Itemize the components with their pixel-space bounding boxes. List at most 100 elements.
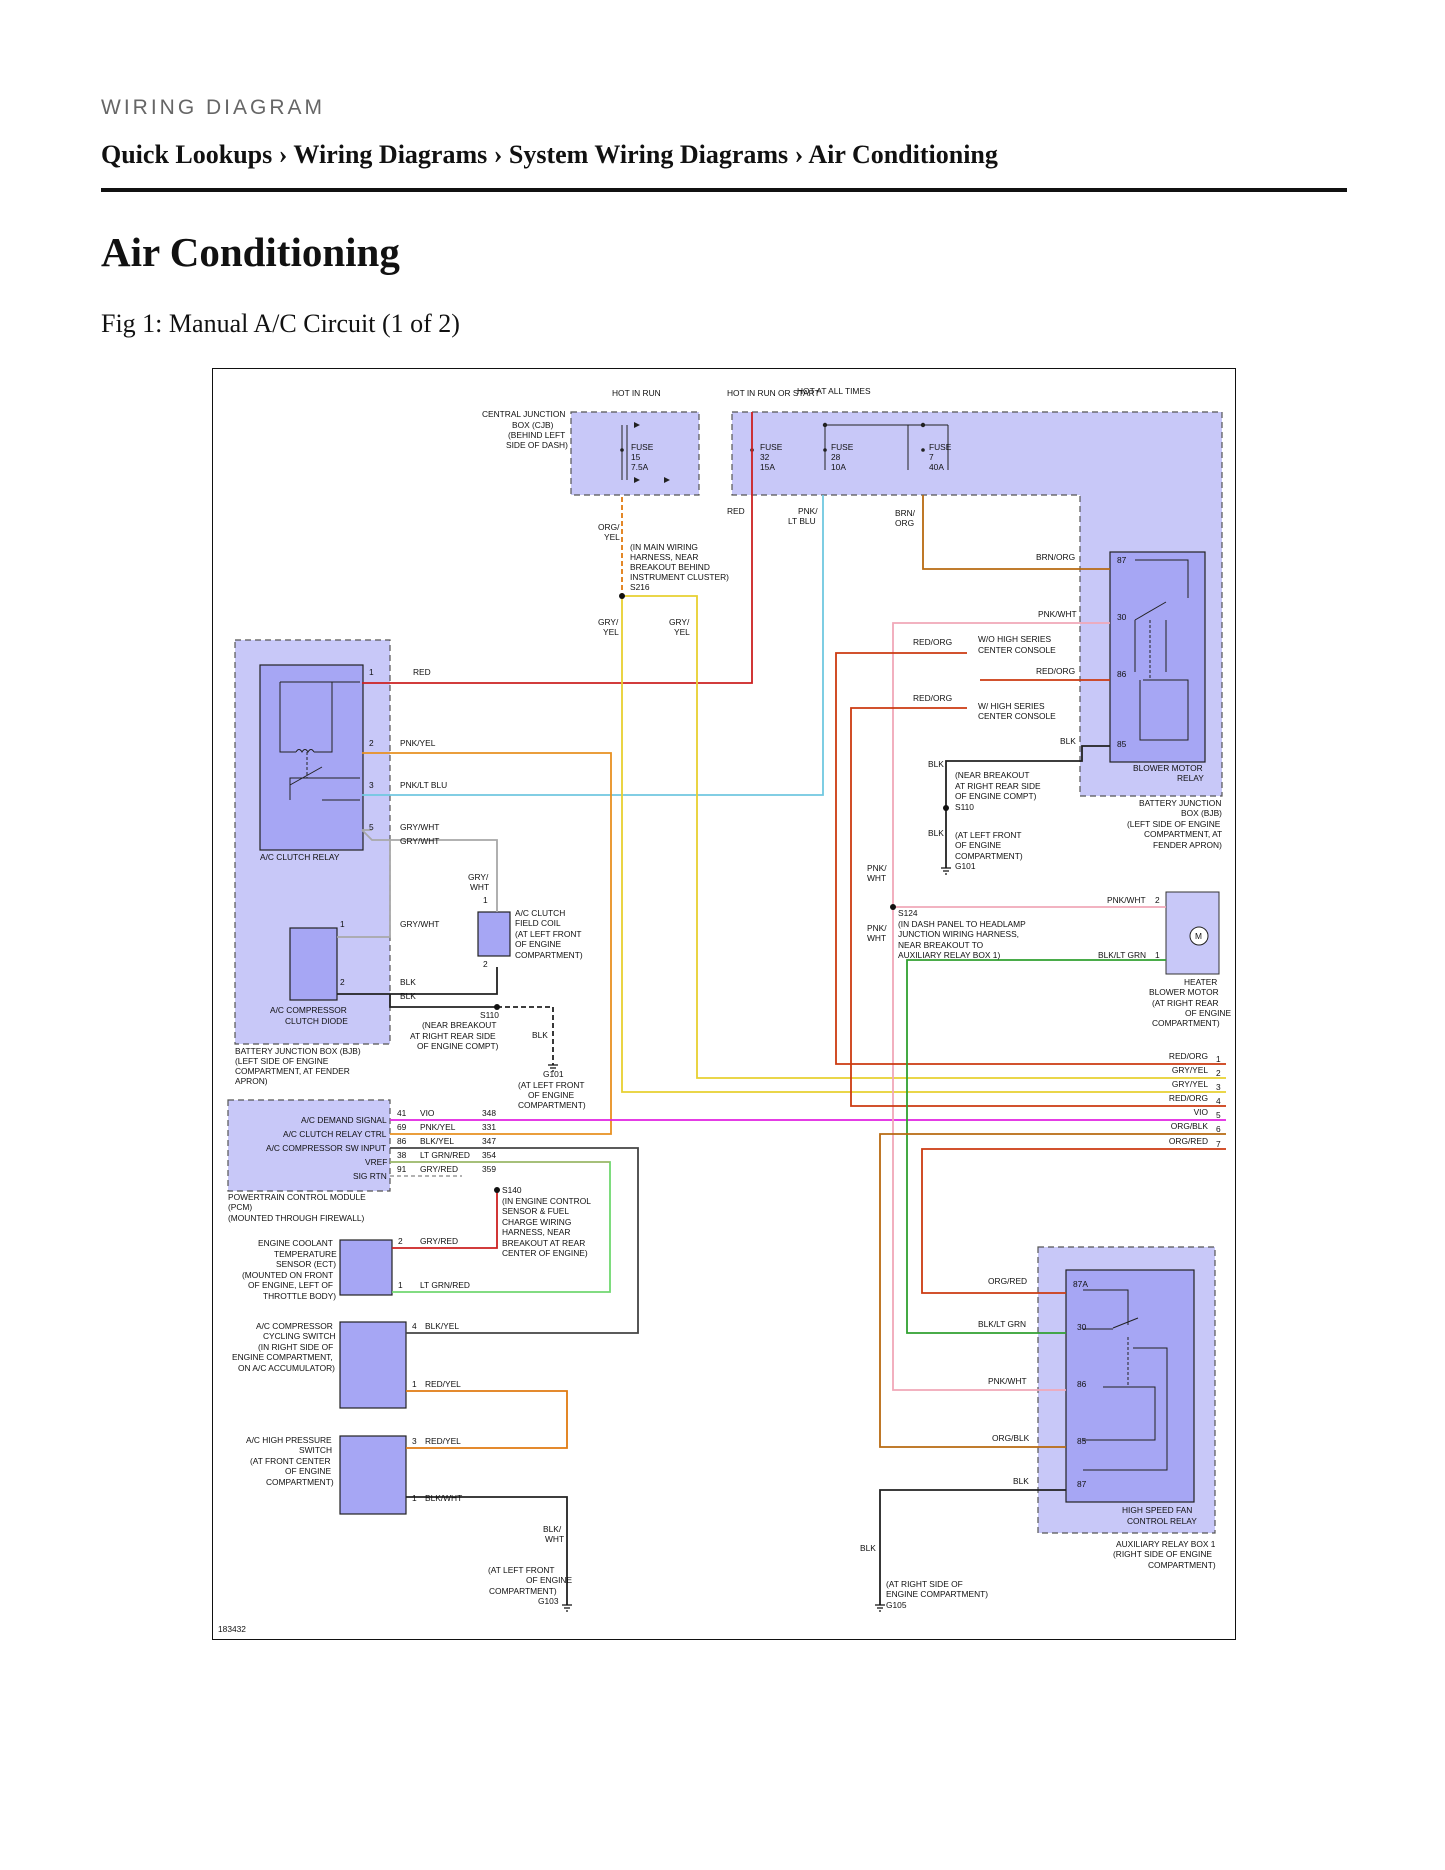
splice-dots [494,593,949,1193]
fan-relay-component [1065,1269,1195,1503]
svg-text:1: 1 [483,895,488,905]
svg-text:APRON): APRON) [235,1076,268,1086]
svg-text:BLK/LT GRN: BLK/LT GRN [978,1319,1026,1329]
svg-text:BLK: BLK [400,991,416,1001]
wire-gry-wht [337,829,498,938]
svg-text:(IN DASH PANEL TO HEADLAMP: (IN DASH PANEL TO HEADLAMP [898,919,1026,929]
svg-text:3: 3 [412,1436,417,1446]
svg-text:YEL: YEL [603,627,619,637]
svg-text:GRY/: GRY/ [468,872,489,882]
svg-text:BLK: BLK [400,977,416,987]
svg-text:CHARGE WIRING: CHARGE WIRING [502,1217,571,1227]
svg-text:NEAR BREAKOUT TO: NEAR BREAKOUT TO [898,940,984,950]
breadcrumb[interactable]: Quick Lookups › Wiring Diagrams › System… [101,140,998,169]
heater-motor-labels: PNK/WHT 2 BLK/LT GRN 1 M HEATER BLOWER M… [1098,895,1231,1028]
svg-text:S216: S216 [630,582,650,592]
svg-text:(PCM): (PCM) [228,1202,252,1212]
svg-text:AUXILIARY RELAY BOX 1): AUXILIARY RELAY BOX 1) [898,950,1000,960]
svg-text:2: 2 [398,1236,403,1246]
cjb-label: SIDE OF DASH) [506,440,568,450]
svg-text:331: 331 [482,1122,496,1132]
wire-red-fuse32 [362,412,753,684]
wire-red-org-1 [835,652,1226,1065]
wire-gry-yel-2 [621,596,1226,1093]
svg-text:1: 1 [412,1379,417,1389]
svg-text:COMPARTMENT): COMPARTMENT) [489,1586,557,1596]
svg-text:BRN/: BRN/ [895,508,916,518]
svg-text:WHT: WHT [470,882,489,892]
continuation-wire-label: ORG/RED [1169,1136,1208,1146]
wire-red-yel [406,1390,568,1449]
fan-relay-internals [1083,1289,1168,1471]
svg-text:VREF: VREF [365,1157,387,1167]
svg-text:359: 359 [482,1164,496,1174]
wire-blk-yel [390,1147,639,1334]
svg-text:ENGINE COOLANT: ENGINE COOLANT [258,1238,333,1248]
hps-component [339,1435,407,1515]
svg-text:A/C COMPRESSOR SW INPUT: A/C COMPRESSOR SW INPUT [266,1143,386,1153]
svg-text:A/C CLUTCH: A/C CLUTCH [515,908,565,918]
svg-text:348: 348 [482,1108,496,1118]
fuse-32-label: FUSE [760,442,783,452]
continuation-number: 1 [1216,1054,1221,1064]
hot-at-all-times-label: HOT AT ALL TIMES [797,386,871,396]
svg-text:HARNESS, NEAR: HARNESS, NEAR [630,552,698,562]
svg-text:86: 86 [1077,1379,1087,1389]
svg-text:BLOWER MOTOR: BLOWER MOTOR [1133,763,1203,773]
svg-text:RED/YEL: RED/YEL [425,1379,461,1389]
svg-text:W/O HIGH SERIES: W/O HIGH SERIES [978,634,1051,644]
continuation-number: 2 [1216,1068,1221,1078]
ac-clutch-relay-component [259,664,364,851]
svg-text:(AT LEFT FRONT: (AT LEFT FRONT [488,1565,555,1575]
ect-component [339,1239,393,1296]
svg-text:5: 5 [369,822,374,832]
svg-text:RED/ORG: RED/ORG [1036,666,1075,676]
svg-text:AUXILIARY RELAY BOX 1: AUXILIARY RELAY BOX 1 [1116,1539,1216,1549]
svg-text:HIGH SPEED FAN: HIGH SPEED FAN [1122,1505,1192,1515]
svg-text:LT GRN/RED: LT GRN/RED [420,1150,470,1160]
svg-text:(AT FRONT CENTER: (AT FRONT CENTER [250,1456,331,1466]
svg-text:INSTRUMENT CLUSTER): INSTRUMENT CLUSTER) [630,572,729,582]
svg-text:OF ENGINE COMPT): OF ENGINE COMPT) [417,1041,499,1051]
svg-text:G105: G105 [886,1600,907,1610]
svg-text:S124: S124 [898,908,918,918]
clutch-coil-component [477,911,511,957]
svg-text:BLK: BLK [1013,1476,1029,1486]
svg-text:COMPARTMENT): COMPARTMENT) [515,950,583,960]
continuation-wire-label: ORG/BLK [1171,1121,1209,1131]
wire-brn-org [922,495,1110,570]
svg-text:G101: G101 [543,1069,564,1079]
svg-text:BLK: BLK [860,1543,876,1553]
svg-text:(AT RIGHT SIDE OF: (AT RIGHT SIDE OF [886,1579,963,1589]
bjb-right-labels: BATTERY JUNCTION BOX (BJB) (LEFT SIDE OF… [1127,798,1222,850]
continuation-wire-label: GRY/YEL [1172,1065,1208,1075]
svg-text:AT RIGHT REAR SIDE: AT RIGHT REAR SIDE [955,781,1041,791]
svg-text:(LEFT SIDE OF ENGINE: (LEFT SIDE OF ENGINE [235,1056,329,1066]
cjb-label: BOX (CJB) [512,420,554,430]
svg-text:A/C DEMAND SIGNAL: A/C DEMAND SIGNAL [301,1115,387,1125]
svg-text:WHT: WHT [545,1534,564,1544]
svg-text:30: 30 [1077,1322,1087,1332]
fan-relay-labels: ORG/RED 87A BLK/LT GRN 30 PNK/WHT 86 ORG… [978,1276,1216,1570]
hot-in-run-label: HOT IN RUN [612,388,661,398]
g105-labels: BLK (AT RIGHT SIDE OF ENGINE COMPARTMENT… [860,1543,988,1610]
fuse-32-number: 32 [760,452,770,462]
fuse-15-label: FUSE [631,442,654,452]
continuation-number: 7 [1216,1139,1221,1149]
svg-text:BLK/YEL: BLK/YEL [420,1136,454,1146]
svg-text:GRY/WHT: GRY/WHT [400,836,439,846]
svg-text:JUNCTION WIRING HARNESS,: JUNCTION WIRING HARNESS, [898,929,1019,939]
svg-text:COMPARTMENT, AT: COMPARTMENT, AT [1144,829,1222,839]
svg-text:CENTER OF ENGINE): CENTER OF ENGINE) [502,1248,588,1258]
svg-text:CYCLING SWITCH: CYCLING SWITCH [263,1331,336,1341]
svg-text:87: 87 [1077,1479,1087,1489]
svg-text:W/ HIGH SERIES: W/ HIGH SERIES [978,701,1045,711]
svg-text:BLOWER MOTOR: BLOWER MOTOR [1149,987,1219,997]
s140-labels: S140 (IN ENGINE CONTROL SENSOR & FUEL CH… [502,1185,591,1258]
blower-relay-internals [1134,559,1189,741]
wire-org-blk [879,1133,1226,1448]
diode-component [289,927,338,1001]
cjb-label: CENTRAL JUNCTION [482,409,565,419]
svg-text:OF ENGINE: OF ENGINE [285,1466,331,1476]
svg-text:ORG/BLK: ORG/BLK [992,1433,1030,1443]
